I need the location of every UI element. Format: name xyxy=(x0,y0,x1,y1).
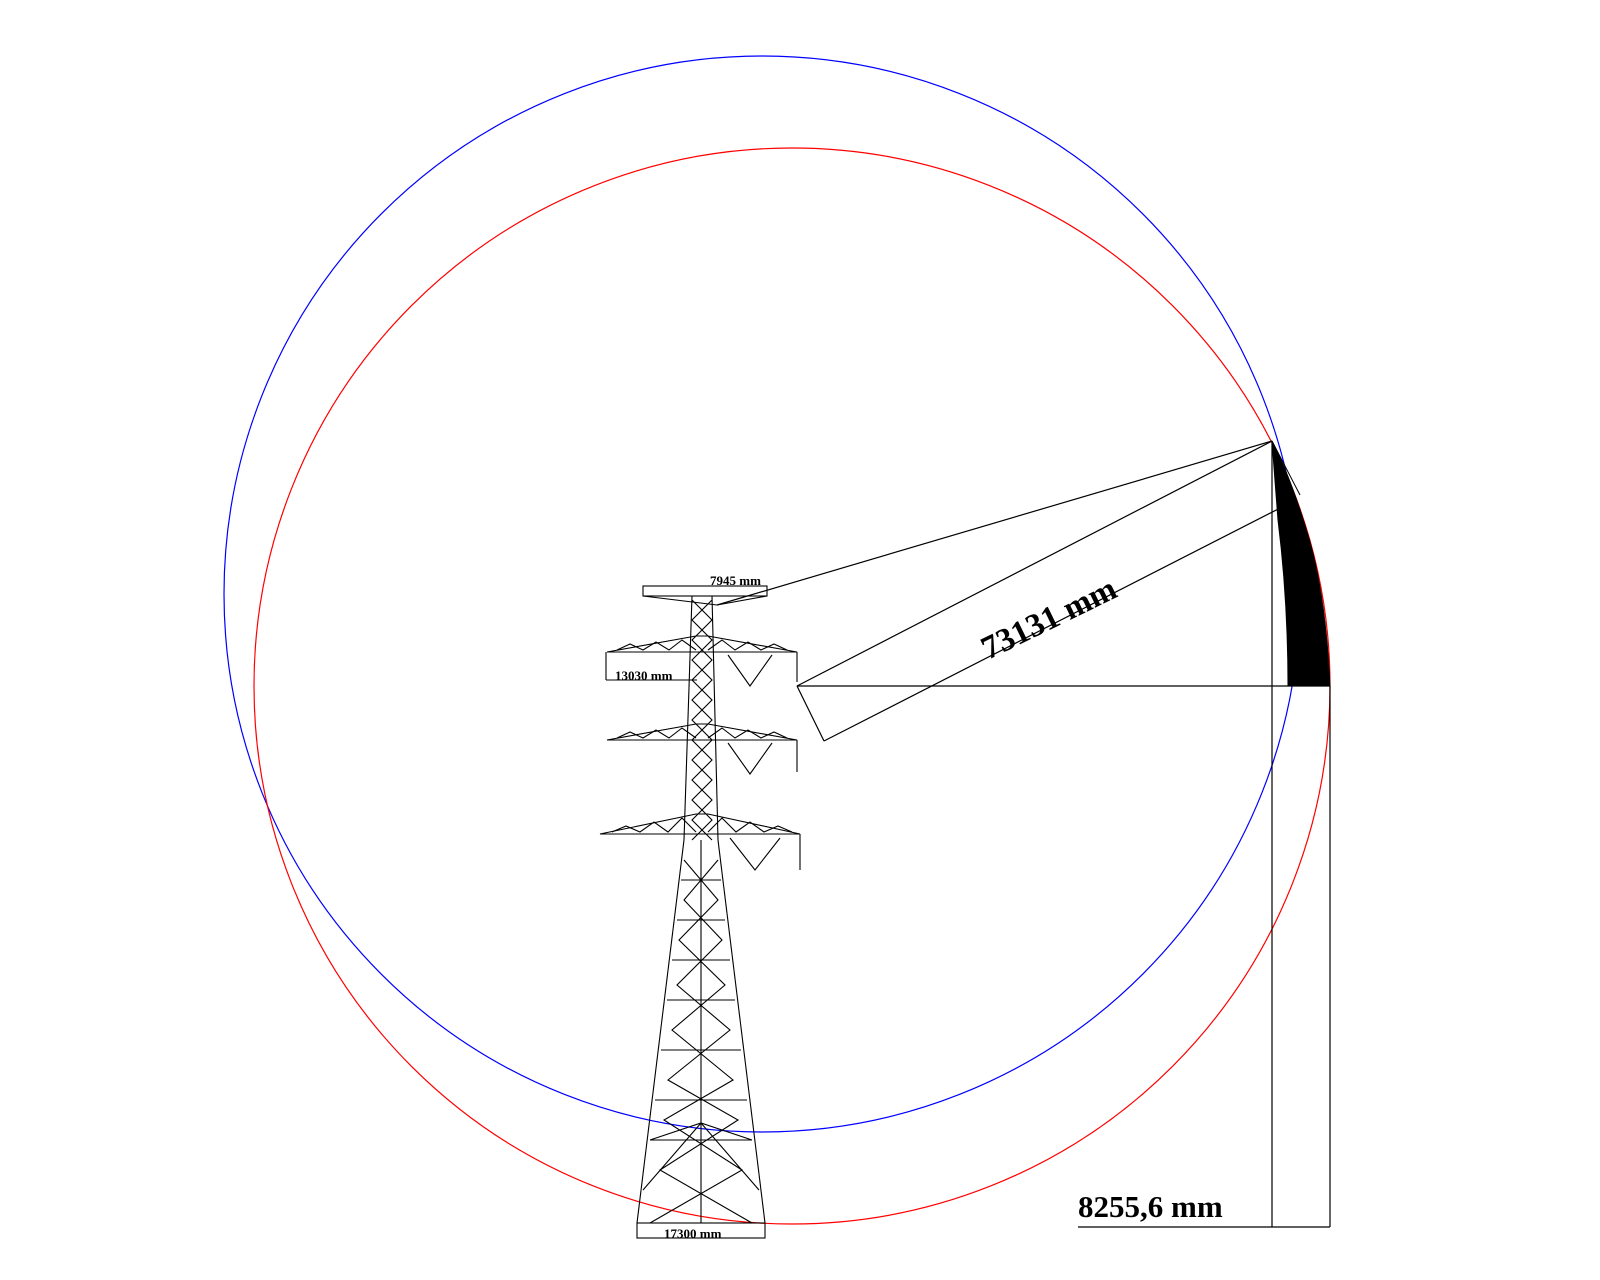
label-base-width: 17300 mm xyxy=(664,1226,722,1241)
mast-bracing xyxy=(691,599,713,841)
cross-arm-3 xyxy=(599,813,801,835)
crescent-chord xyxy=(1271,440,1301,496)
insulator-v-2 xyxy=(727,742,773,775)
top-beam xyxy=(642,585,768,597)
cross-arm-2 xyxy=(606,723,798,741)
insulator-v-3 xyxy=(729,837,781,871)
label-top-width: 7945 mm xyxy=(710,573,761,588)
left-leg xyxy=(636,839,685,1224)
right-leg xyxy=(717,839,766,1224)
filled-crescent xyxy=(1271,440,1331,687)
insulator-v-1 xyxy=(727,654,773,687)
transmission-tower xyxy=(599,585,801,1239)
blue-circle xyxy=(223,55,1301,1133)
swing-lines xyxy=(716,440,1331,1228)
label-radius: 73131 mm xyxy=(976,571,1123,667)
body-bracing xyxy=(649,859,744,1224)
label-arm-width: 13030 mm xyxy=(615,668,673,683)
label-offset: 8255,6 mm xyxy=(1078,1189,1223,1224)
base-plate xyxy=(636,1222,766,1239)
